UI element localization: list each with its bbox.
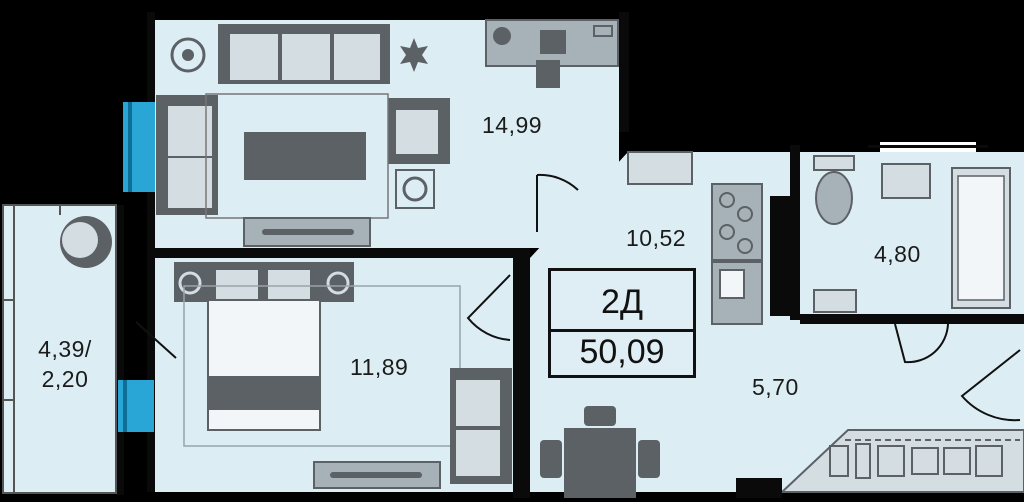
kitchen-area: 10,52 <box>626 225 687 251</box>
door-entrance <box>960 349 1021 422</box>
doors <box>135 173 1021 422</box>
living-room-furniture <box>156 19 619 247</box>
stove <box>711 183 763 261</box>
kitchen-counter <box>770 196 790 316</box>
hall-area: 5,70 <box>752 374 799 400</box>
wardrobe <box>736 429 1024 498</box>
bedroom-furniture <box>174 262 512 489</box>
walls <box>116 12 1024 498</box>
window-living <box>123 102 155 192</box>
headboard <box>174 262 354 302</box>
door-bathroom <box>894 323 949 364</box>
desk <box>485 19 619 67</box>
bathroom-area: 4,80 <box>874 241 921 267</box>
washing-machine <box>813 289 857 313</box>
washbasin <box>881 163 931 199</box>
balcony-frame <box>2 204 117 494</box>
plant-star-icon <box>400 38 428 72</box>
fridge <box>627 151 693 185</box>
apartment-total-area: 50,09 <box>579 333 665 371</box>
balcony-area: 4,39/ 2,20 <box>30 334 100 394</box>
kitchen-floor <box>530 152 1024 492</box>
bedroom-rug <box>183 285 461 447</box>
apartment-info-box: 2Д 50,09 <box>548 268 696 378</box>
balcony-area-reduced: 2,20 <box>41 366 89 392</box>
plant-icon <box>170 37 206 73</box>
door-bedroom <box>466 274 511 341</box>
living-room-area: 14,99 <box>482 112 543 138</box>
desk-chair <box>536 60 560 88</box>
bed <box>207 299 321 431</box>
door-living <box>536 173 579 232</box>
door-balcony <box>135 321 177 359</box>
bathroom-furniture <box>813 155 1011 313</box>
windows <box>118 102 988 432</box>
bedroom-area: 11,89 <box>350 354 409 380</box>
speaker <box>395 169 435 209</box>
dining-table <box>564 428 636 498</box>
coffee-table <box>244 132 366 180</box>
toilet <box>815 171 853 225</box>
balcony-area-total: 4,39/ <box>38 336 92 362</box>
apartment-type: 2Д <box>551 275 693 332</box>
kitchen-furniture <box>540 151 790 498</box>
balcony-chair <box>60 216 112 268</box>
